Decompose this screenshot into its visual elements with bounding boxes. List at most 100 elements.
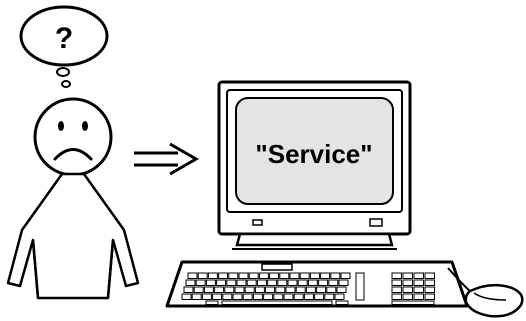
thought-dot-small — [62, 81, 70, 87]
keyboard-key — [235, 287, 244, 293]
keyboard-key — [186, 280, 195, 286]
keyboard-key — [243, 294, 252, 300]
thought-dot-large — [57, 68, 69, 76]
keyboard-key — [239, 273, 248, 279]
keyboard-key — [229, 273, 238, 279]
keyboard-key — [259, 273, 268, 279]
keyboard-key — [278, 280, 287, 286]
keyboard-key — [425, 273, 435, 279]
keyboard-key — [310, 273, 319, 279]
keyboard-key — [253, 294, 262, 300]
keyboard-key — [233, 294, 242, 300]
keyboard-key — [284, 294, 293, 300]
keyboard-key — [392, 280, 402, 286]
keyboard-key — [266, 287, 275, 293]
keyboard-key — [337, 287, 346, 293]
keyboard-key — [208, 273, 217, 279]
keyboard-key — [403, 287, 413, 293]
thought-bubble: ? — [21, 7, 107, 87]
keyboard-key — [425, 287, 435, 293]
screen-text: "Service" — [255, 139, 372, 169]
keyboard-key — [329, 280, 338, 286]
right-eye — [82, 121, 88, 131]
keyboard-key — [319, 280, 328, 286]
keyboard-label-plate — [262, 264, 292, 270]
keyboard-key — [204, 287, 213, 293]
keyboard-key — [219, 273, 228, 279]
keyboard-key — [403, 273, 413, 279]
keyboard-key — [331, 273, 340, 279]
keyboard-key — [255, 287, 264, 293]
keyboard-key — [223, 294, 232, 300]
keyboard-key — [308, 280, 317, 286]
keyboard-key — [321, 273, 330, 279]
keyboard-keys — [182, 273, 435, 305]
keyboard-key — [225, 287, 234, 293]
monitor-button-left — [253, 220, 262, 225]
keyboard-key — [202, 294, 211, 300]
keyboard-key — [315, 294, 324, 300]
keyboard-key — [392, 273, 402, 279]
keyboard-key — [317, 287, 326, 293]
keyboard-key — [296, 287, 305, 293]
keyboard-key — [392, 287, 402, 293]
keyboard-key — [290, 273, 299, 279]
monitor-stand — [237, 234, 392, 245]
keyboard-key — [206, 301, 218, 305]
keyboard-key — [288, 280, 297, 286]
monitor-button-right — [370, 219, 382, 226]
keyboard-key — [414, 287, 424, 293]
keyboard-key — [298, 280, 307, 286]
keyboard-spacebar — [222, 301, 332, 305]
question-mark-text: ? — [55, 22, 73, 55]
keyboard-key — [327, 287, 336, 293]
keyboard-key — [306, 287, 315, 293]
keyboard-key — [325, 294, 334, 300]
keyboard-key — [247, 280, 256, 286]
keyboard-key — [264, 294, 273, 300]
keyboard-key — [206, 280, 215, 286]
double-arrow-right-icon — [134, 144, 196, 174]
keyboard-key — [217, 280, 226, 286]
keyboard-key — [237, 280, 246, 286]
keyboard-key — [245, 287, 254, 293]
head — [35, 99, 111, 175]
keyboard-key — [188, 273, 197, 279]
keyboard-key — [294, 294, 303, 300]
keyboard-key — [182, 294, 191, 300]
keyboard-key — [184, 287, 193, 293]
keyboard-key — [198, 273, 207, 279]
keyboard-key — [196, 280, 205, 286]
keyboard-key — [341, 273, 350, 279]
keyboard-key — [425, 280, 435, 286]
keyboard-key — [336, 301, 348, 305]
keyboard-numpad-zero — [392, 301, 434, 305]
keyboard-key — [425, 294, 435, 300]
keyboard-key — [274, 294, 283, 300]
keyboard-key — [335, 294, 344, 300]
keyboard-key — [257, 280, 266, 286]
keyboard-key — [270, 273, 279, 279]
body-outline — [8, 174, 138, 298]
keyboard-key — [403, 294, 413, 300]
keyboard-key — [215, 287, 224, 293]
keyboard-key — [280, 273, 289, 279]
keyboard-key — [403, 280, 413, 286]
keyboard-key — [194, 287, 203, 293]
keyboard-key — [392, 294, 402, 300]
keyboard-key — [414, 294, 424, 300]
keyboard-key — [414, 273, 424, 279]
keyboard-key — [339, 280, 348, 286]
keyboard-key — [192, 294, 201, 300]
keyboard-key — [414, 280, 424, 286]
keyboard-key — [213, 294, 222, 300]
keyboard-enter-key — [356, 273, 364, 300]
keyboard-key — [249, 273, 258, 279]
keyboard-key — [300, 273, 309, 279]
mouse-body — [466, 285, 522, 316]
keyboard-key — [268, 280, 277, 286]
keyboard-key — [227, 280, 236, 286]
keyboard-icon — [167, 262, 467, 306]
desktop-computer-icon: "Service" — [219, 82, 410, 249]
